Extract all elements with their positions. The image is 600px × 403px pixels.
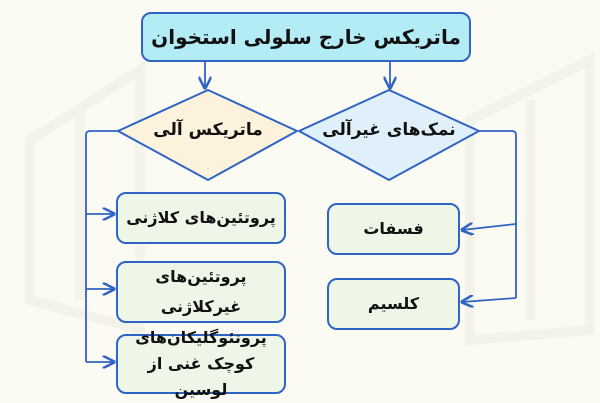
title-text: ماتریکس خارج سلولی استخوان — [151, 25, 461, 49]
left-diamond — [117, 89, 298, 181]
right-branch-connector — [479, 130, 517, 298]
left-item-collagen: پروتئین‌های کلاژنی — [116, 192, 286, 244]
left-item-noncollagen-text: پروتئین‌های غیرکلاژنی — [155, 267, 247, 316]
left-item-collagen-text: پروتئین‌های کلاژنی — [126, 208, 276, 227]
title-box: ماتریکس خارج سلولی استخوان — [141, 12, 471, 62]
right-item-calcium: کلسیم — [327, 278, 460, 330]
left-diamond-label: ماتریکس آلی — [153, 120, 263, 140]
right-diamond-label: نمک‌های غیرآلی — [322, 120, 456, 140]
right-item-phosphate-text: فسفات — [363, 219, 424, 238]
right-item-phosphate: فسفات — [327, 203, 460, 255]
left-item-noncollagen: پروتئین‌های غیرکلاژنی — [116, 261, 286, 323]
watermark — [25, 51, 595, 346]
right-item-calcium-text: کلسیم — [367, 294, 420, 313]
arrow-to-right-item-2 — [462, 298, 517, 302]
right-diamond — [298, 89, 480, 181]
arrow-to-right-item-1 — [462, 224, 517, 230]
left-item-proteoglycans: پروتئوگلیکان‌های کوچک غنی از لوسین — [116, 328, 286, 399]
left-branch-connector — [85, 130, 118, 362]
left-item-proteoglycans-text: پروتئوگلیکان‌های کوچک غنی از لوسین — [135, 328, 267, 399]
